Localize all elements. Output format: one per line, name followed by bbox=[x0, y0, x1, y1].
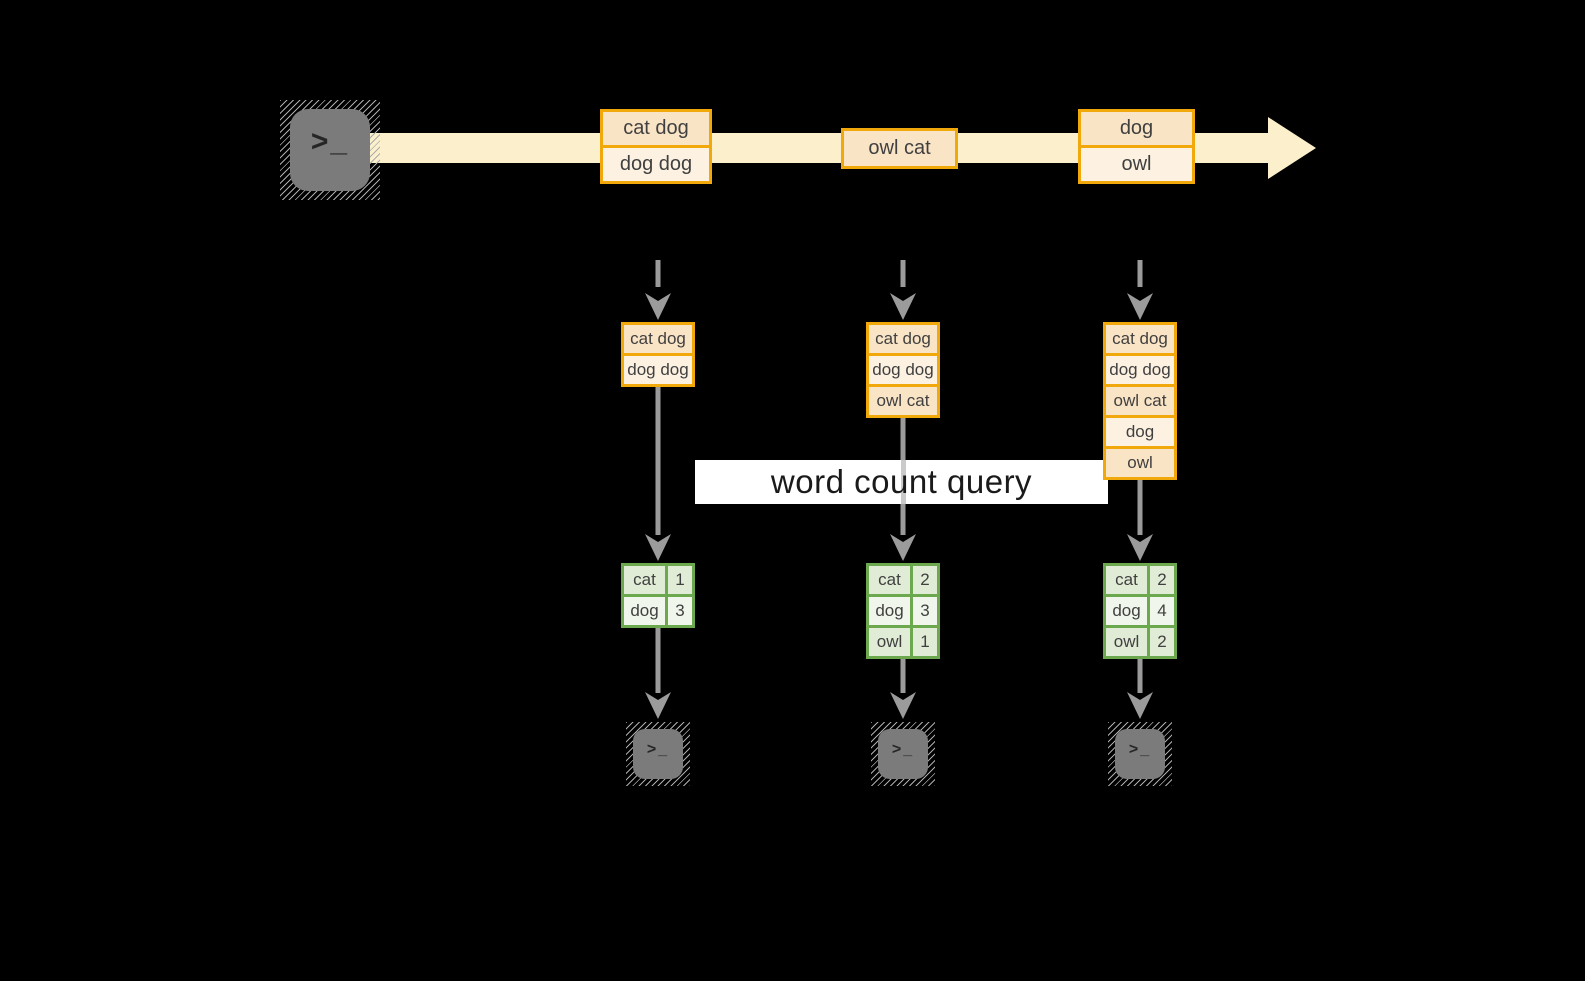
batch-line: owl bbox=[1078, 145, 1195, 184]
count-cell: 2 bbox=[910, 563, 940, 597]
terminal-screen: >_ bbox=[1115, 729, 1165, 779]
output-arrowhead-icon bbox=[645, 692, 671, 719]
output-arrowhead-icon bbox=[890, 692, 916, 719]
query-connector-overlay bbox=[901, 460, 906, 504]
word-count-table: cat 2 dog 4 owl 2 bbox=[1103, 563, 1177, 659]
word-count-table: cat 1 dog 3 bbox=[621, 563, 695, 628]
processing-column-2: cat dog dog dog owl cat cat 2 dog 3 owl … bbox=[866, 250, 940, 810]
terminal-prompt-glyph: >_ bbox=[646, 741, 670, 758]
count-cell: 3 bbox=[665, 594, 695, 628]
query-connector-line bbox=[655, 385, 661, 535]
terminal-screen: >_ bbox=[878, 729, 928, 779]
output-terminal-icon: >_ bbox=[871, 722, 935, 786]
batch-line: dog bbox=[1078, 109, 1195, 148]
result-arrowhead-icon bbox=[890, 534, 916, 561]
batch-line: dog dog bbox=[600, 145, 712, 184]
input-line: cat dog bbox=[866, 322, 940, 356]
timeline-arrowhead-icon bbox=[1268, 117, 1316, 179]
table-row: dog 3 bbox=[866, 594, 940, 628]
input-line: cat dog bbox=[621, 322, 695, 356]
count-cell: 1 bbox=[665, 563, 695, 597]
terminal-screen: >_ bbox=[290, 109, 370, 191]
count-cell: 1 bbox=[910, 625, 940, 659]
count-cell: 3 bbox=[910, 594, 940, 628]
word-cell: cat bbox=[621, 563, 668, 597]
batch-box-1: cat dog dog dog bbox=[600, 109, 712, 184]
query-label-band: word count query bbox=[695, 460, 1108, 504]
ingest-arrowhead-icon bbox=[1127, 293, 1153, 320]
count-cell: 4 bbox=[1147, 594, 1177, 628]
accumulated-input-box: cat dog dog dog owl cat dog owl bbox=[1103, 322, 1177, 480]
batch-box-2: owl cat bbox=[841, 128, 958, 169]
output-connector-line bbox=[900, 659, 906, 693]
ingest-arrowhead-icon bbox=[645, 293, 671, 320]
word-cell: cat bbox=[866, 563, 913, 597]
output-terminal-icon: >_ bbox=[626, 722, 690, 786]
query-connector-line bbox=[1137, 478, 1143, 535]
input-line: cat dog bbox=[1103, 322, 1177, 356]
table-row: owl 2 bbox=[1103, 625, 1177, 659]
terminal-prompt-glyph: >_ bbox=[310, 125, 350, 158]
result-arrowhead-icon bbox=[645, 534, 671, 561]
word-cell: dog bbox=[866, 594, 913, 628]
table-row: cat 2 bbox=[1103, 563, 1177, 597]
count-cell: 2 bbox=[1147, 625, 1177, 659]
terminal-screen: >_ bbox=[633, 729, 683, 779]
output-arrowhead-icon bbox=[1127, 692, 1153, 719]
input-line: owl cat bbox=[1103, 384, 1177, 418]
batch-box-3: dog owl bbox=[1078, 109, 1195, 184]
word-count-table: cat 2 dog 3 owl 1 bbox=[866, 563, 940, 659]
output-connector-line bbox=[655, 628, 661, 693]
table-row: dog 4 bbox=[1103, 594, 1177, 628]
source-terminal-icon: >_ bbox=[280, 100, 380, 200]
output-terminal-icon: >_ bbox=[1108, 722, 1172, 786]
input-line: owl bbox=[1103, 446, 1177, 480]
word-cell: cat bbox=[1103, 563, 1150, 597]
table-row: owl 1 bbox=[866, 625, 940, 659]
batch-line: owl cat bbox=[841, 128, 958, 169]
batch-line: cat dog bbox=[600, 109, 712, 148]
result-arrowhead-icon bbox=[1127, 534, 1153, 561]
input-line: dog bbox=[1103, 415, 1177, 449]
ingest-arrowhead-icon bbox=[890, 293, 916, 320]
processing-column-3: cat dog dog dog owl cat dog owl cat 2 do… bbox=[1103, 250, 1177, 810]
input-line: dog dog bbox=[1103, 353, 1177, 387]
input-line: dog dog bbox=[866, 353, 940, 387]
query-label: word count query bbox=[770, 463, 1033, 500]
count-cell: 2 bbox=[1147, 563, 1177, 597]
word-cell: owl bbox=[866, 625, 913, 659]
word-cell: owl bbox=[1103, 625, 1150, 659]
terminal-prompt-glyph: >_ bbox=[891, 741, 915, 758]
terminal-prompt-glyph: >_ bbox=[1128, 741, 1152, 758]
word-cell: dog bbox=[621, 594, 668, 628]
word-cell: dog bbox=[1103, 594, 1150, 628]
output-connector-line bbox=[1137, 659, 1143, 693]
ingest-dashed-line bbox=[655, 260, 661, 287]
input-line: owl cat bbox=[866, 384, 940, 418]
accumulated-input-box: cat dog dog dog bbox=[621, 322, 695, 387]
table-row: cat 1 bbox=[621, 563, 695, 597]
input-line: dog dog bbox=[621, 353, 695, 387]
accumulated-input-box: cat dog dog dog owl cat bbox=[866, 322, 940, 418]
ingest-dashed-line bbox=[1137, 260, 1143, 287]
processing-column-1: cat dog dog dog cat 1 dog 3 >_ bbox=[621, 250, 695, 810]
ingest-dashed-line bbox=[900, 260, 906, 287]
table-row: dog 3 bbox=[621, 594, 695, 628]
table-row: cat 2 bbox=[866, 563, 940, 597]
